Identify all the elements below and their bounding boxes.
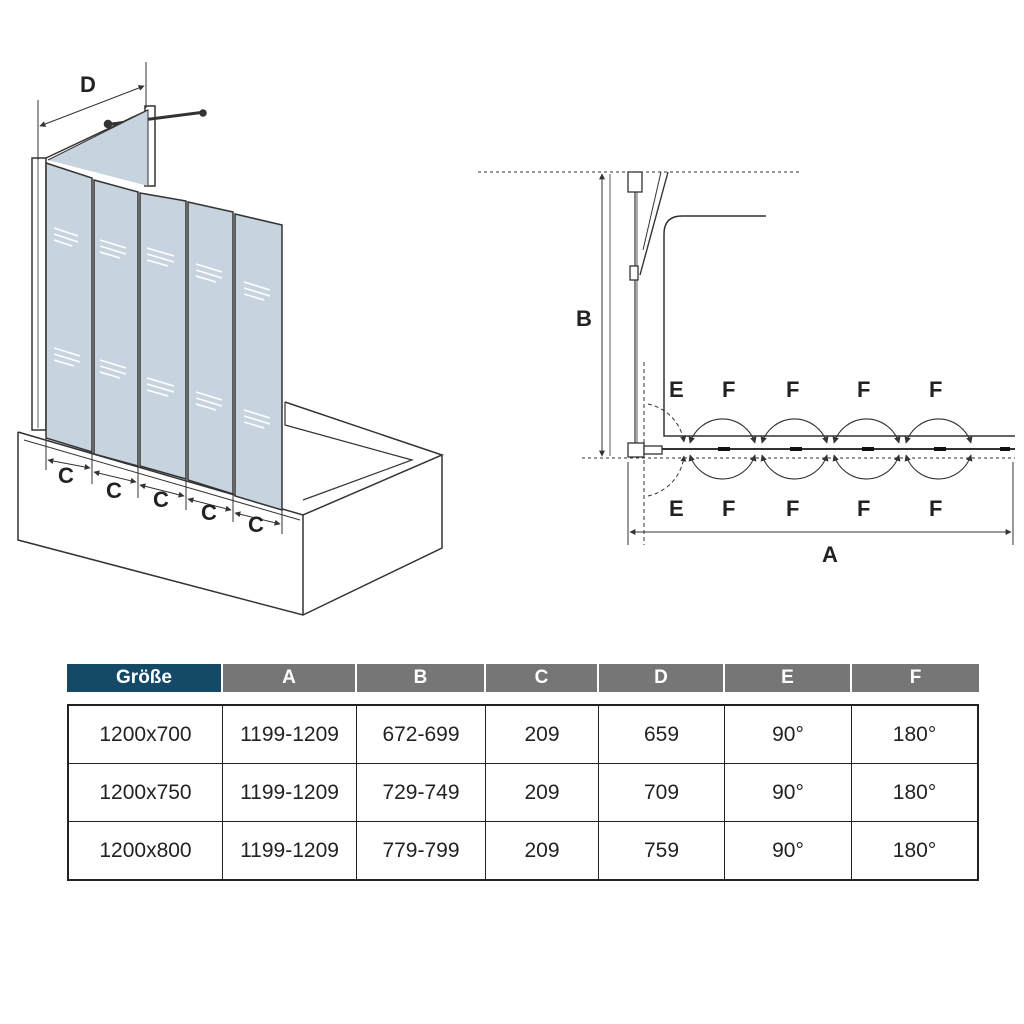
glass-highlights xyxy=(53,227,271,429)
label-d: D xyxy=(80,72,96,97)
header-cell: B xyxy=(357,664,486,692)
table-row: 1200x700 1199-1209 672-699 209 659 90° 1… xyxy=(67,704,979,764)
header-cell: E xyxy=(725,664,852,692)
glass-panel xyxy=(187,201,234,496)
table-cell: 1200x800 xyxy=(67,822,223,881)
glass-panel xyxy=(93,179,139,467)
label-c: C xyxy=(58,463,74,488)
table-cell: 759 xyxy=(599,822,725,881)
table-cell: 779-799 xyxy=(357,822,486,881)
table-cell: 1199-1209 xyxy=(223,822,357,881)
label-f: F xyxy=(722,496,735,521)
glass-panel xyxy=(45,161,93,454)
bathtub-screen-illustration xyxy=(17,62,445,616)
table-cell: 209 xyxy=(486,704,599,764)
table-row: 1200x750 1199-1209 729-749 209 709 90° 1… xyxy=(67,764,979,822)
label-c: C xyxy=(248,512,264,537)
table-cell: 729-749 xyxy=(357,764,486,822)
label-f: F xyxy=(929,377,942,402)
glass-panel xyxy=(234,213,283,512)
label-e: E xyxy=(669,377,684,402)
top-view-diagram xyxy=(478,171,1015,545)
dimension-diagram: D C C C C C xyxy=(17,62,1015,616)
table-header-row: Größe A B C D E F xyxy=(67,664,979,692)
label-f: F xyxy=(857,496,870,521)
header-cell: Größe xyxy=(67,664,223,692)
table-cell: 1199-1209 xyxy=(223,764,357,822)
label-f: F xyxy=(929,496,942,521)
table-cell: 180° xyxy=(852,822,979,881)
label-f: F xyxy=(722,377,735,402)
label-b: B xyxy=(576,306,592,331)
size-table: Größe A B C D E F 1200x700 1199-1209 672… xyxy=(67,664,979,881)
table-cell: 90° xyxy=(725,764,852,822)
label-e: E xyxy=(669,496,684,521)
header-cell: F xyxy=(852,664,979,692)
table-cell: 1199-1209 xyxy=(223,704,357,764)
glass-panel xyxy=(139,192,187,480)
table-row: 1200x800 1199-1209 779-799 209 759 90° 1… xyxy=(67,822,979,881)
wall-profile xyxy=(31,157,47,431)
table-cell: 90° xyxy=(725,704,852,764)
table-cell: 1200x750 xyxy=(67,764,223,822)
table-cell: 1200x700 xyxy=(67,704,223,764)
label-c: C xyxy=(106,478,122,503)
header-cell: A xyxy=(223,664,357,692)
table-cell: 180° xyxy=(852,764,979,822)
table-cell: 209 xyxy=(486,822,599,881)
label-c: C xyxy=(153,487,169,512)
label-f: F xyxy=(786,496,799,521)
label-c: C xyxy=(201,500,217,525)
header-cell: D xyxy=(599,664,725,692)
table-cell: 90° xyxy=(725,822,852,881)
table-cell: 672-699 xyxy=(357,704,486,764)
table-cell: 709 xyxy=(599,764,725,822)
header-cell: C xyxy=(486,664,599,692)
label-a: A xyxy=(822,542,838,567)
glass-panels xyxy=(45,161,283,512)
table-cell: 659 xyxy=(599,704,725,764)
table-cell: 209 xyxy=(486,764,599,822)
label-f: F xyxy=(786,377,799,402)
table-cell: 180° xyxy=(852,704,979,764)
label-f: F xyxy=(857,377,870,402)
